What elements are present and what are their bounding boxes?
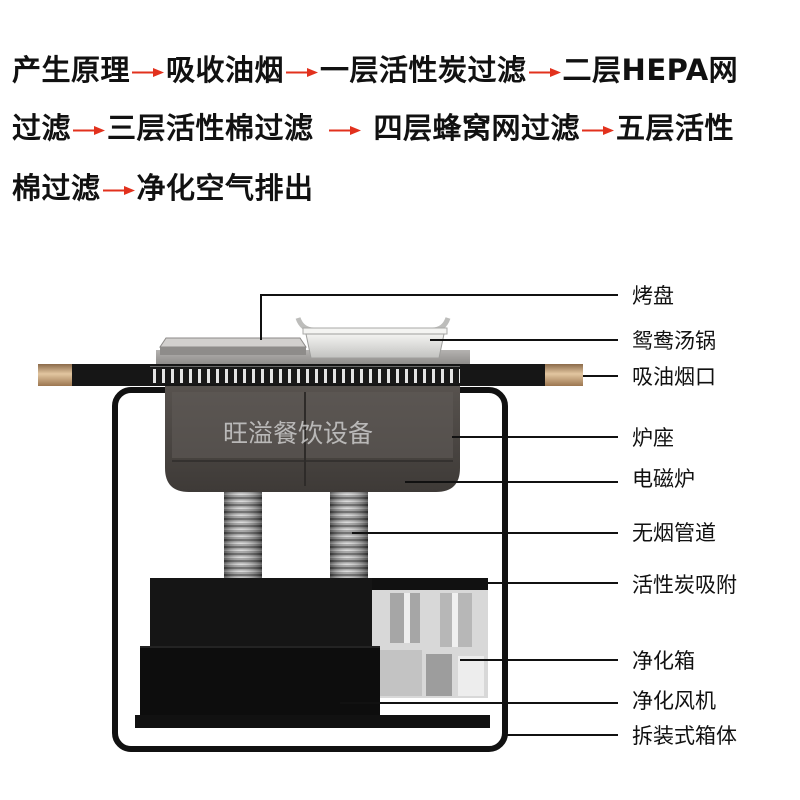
label-stove-base: 炉座 bbox=[632, 426, 674, 450]
filter-cartridge bbox=[372, 578, 488, 698]
smoke-intake-grate bbox=[150, 367, 460, 384]
flow-line-1: 产生原理 吸收油烟 一层活性炭过滤 二层HEPA网 bbox=[12, 50, 738, 90]
carbon-adsorption-bar bbox=[372, 578, 488, 590]
filter-block bbox=[458, 656, 484, 696]
table-wood-end-right bbox=[545, 364, 583, 386]
table-top bbox=[38, 364, 583, 386]
filter-block bbox=[378, 650, 422, 696]
label-purification-fan: 净化风机 bbox=[632, 689, 716, 713]
principle-flow: 产生原理 吸收油烟 一层活性炭过滤 二层HEPA网 过滤 三层活性棉过滤 四层蜂… bbox=[0, 0, 800, 230]
flow-line-3: 棉过滤 净化空气排出 bbox=[12, 168, 314, 208]
stove-base: 旺溢餐饮设备 bbox=[165, 386, 460, 492]
flow-step: 吸收油烟 bbox=[166, 53, 285, 87]
arrow-right-icon bbox=[528, 65, 562, 79]
label-grill-pan: 烤盘 bbox=[632, 284, 674, 308]
flow-step: 一层活性炭过滤 bbox=[320, 53, 527, 87]
stove-front-panel bbox=[172, 392, 453, 458]
label-detachable-cabinet: 拆装式箱体 bbox=[632, 724, 737, 748]
label-smoke-intake: 吸油烟口 bbox=[632, 365, 716, 389]
leader-line-grill-pan bbox=[260, 294, 618, 340]
duct-right-shade bbox=[330, 492, 368, 578]
filter-block bbox=[404, 593, 410, 643]
filter-block bbox=[426, 654, 452, 696]
purification-fan bbox=[140, 646, 380, 716]
label-yuanyang-pot: 鸳鸯汤锅 bbox=[632, 329, 716, 353]
label-carbon-adsorption: 活性炭吸附 bbox=[632, 573, 737, 597]
flow-step: 四层蜂窝网过滤 bbox=[373, 111, 581, 145]
grill-pan-front bbox=[160, 347, 306, 355]
label-induction-cooker: 电磁炉 bbox=[632, 467, 695, 491]
pot-body bbox=[305, 333, 445, 359]
arrow-right-icon bbox=[581, 123, 615, 137]
flow-line-2: 过滤 三层活性棉过滤 四层蜂窝网过滤 五层活性 bbox=[12, 108, 734, 148]
arrow-right-icon bbox=[328, 123, 362, 137]
smokeless-ducts bbox=[224, 492, 368, 578]
duct-left-shade bbox=[224, 492, 262, 578]
label-purification-box: 净化箱 bbox=[632, 649, 695, 673]
base-plate bbox=[135, 715, 490, 728]
purification-box bbox=[150, 578, 382, 648]
arrow-right-icon bbox=[285, 65, 319, 79]
arrow-right-icon bbox=[102, 183, 136, 197]
flow-step: 五层活性 bbox=[616, 111, 735, 145]
arrow-right-icon bbox=[131, 65, 165, 79]
pot-rim bbox=[302, 327, 448, 335]
yuanyang-pot bbox=[295, 317, 451, 359]
flow-step: 三层活性棉过滤 bbox=[107, 111, 314, 145]
filter-block bbox=[452, 593, 458, 647]
watermark: 旺溢餐饮设备 bbox=[223, 419, 373, 448]
label-smokeless-duct: 无烟管道 bbox=[632, 521, 716, 545]
flow-step: 产生原理 bbox=[12, 53, 131, 87]
table-wood-end-left bbox=[38, 364, 72, 386]
flow-step: 二层HEPA网 bbox=[562, 53, 739, 87]
grill-pan-top bbox=[159, 337, 307, 348]
component-labels: 烤盘 鸳鸯汤锅 吸油烟口 炉座 电磁炉 无烟管道 活性炭吸附 净化箱 净化风机 … bbox=[632, 284, 737, 748]
flow-step: 棉过滤 bbox=[12, 171, 101, 205]
grill-pan bbox=[159, 337, 307, 355]
flow-step: 过滤 bbox=[12, 111, 72, 145]
arrow-right-icon bbox=[72, 123, 106, 137]
flow-step: 净化空气排出 bbox=[136, 171, 314, 205]
leader-lines bbox=[260, 294, 618, 736]
